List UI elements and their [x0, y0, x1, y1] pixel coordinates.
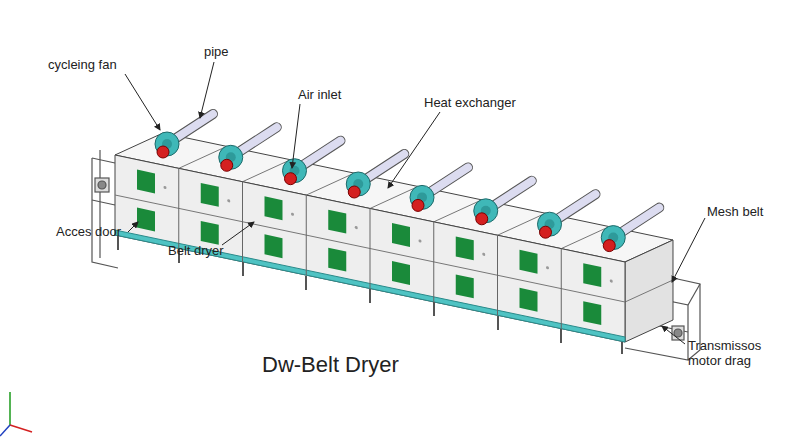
- part-label: Mesh belt: [707, 204, 763, 219]
- diagram-title: Dw-Belt Dryer: [262, 352, 399, 378]
- part-label: Belt dryer: [168, 243, 224, 258]
- part-label: Heat exchanger: [424, 95, 516, 110]
- part-label: cycleing fan: [48, 57, 117, 72]
- part-label: Air inlet: [298, 87, 341, 102]
- part-label: pipe: [204, 44, 229, 59]
- part-label: Transmissos motor drag: [688, 338, 788, 368]
- part-label: Acces door: [56, 224, 121, 239]
